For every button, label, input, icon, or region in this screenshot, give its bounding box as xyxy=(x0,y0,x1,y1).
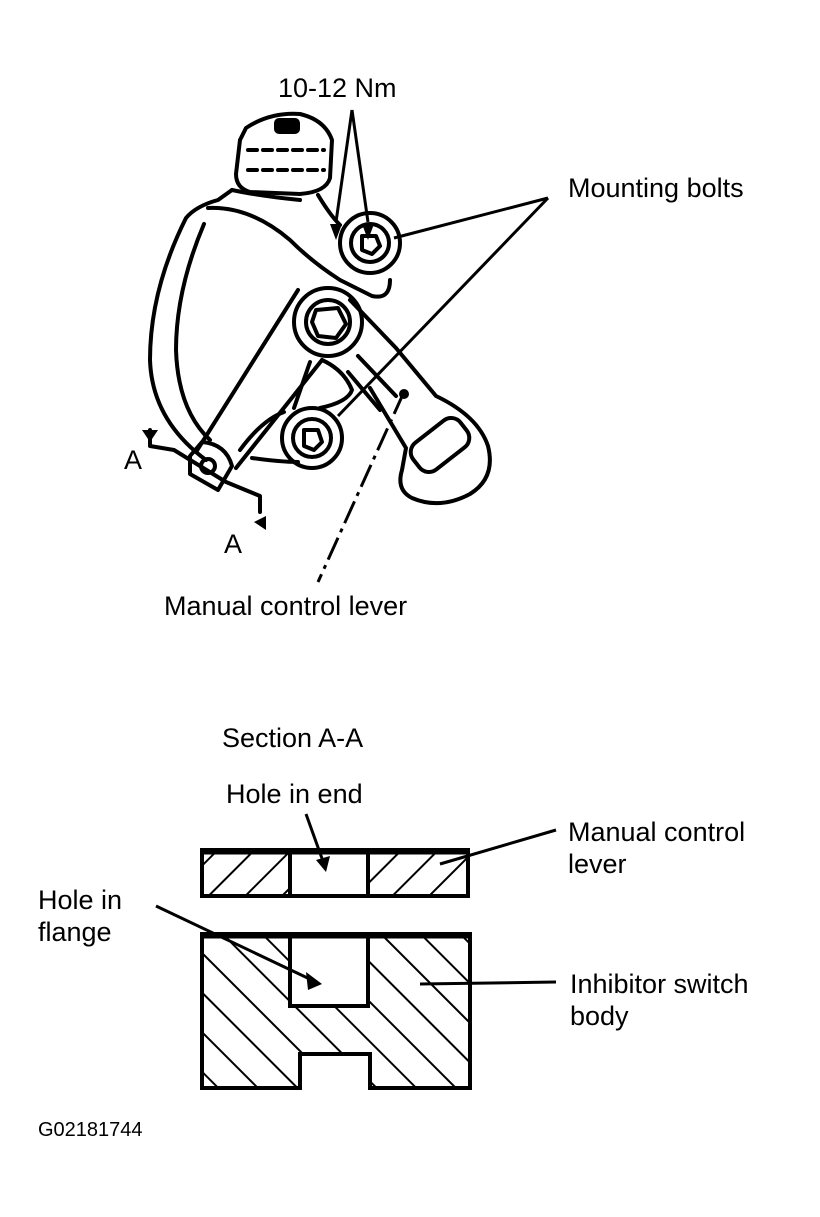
manual-control-lever-label: Manual control lever xyxy=(164,591,408,621)
lower-mounting-bolt xyxy=(280,406,344,470)
section-manual-control-lever-label: Manual control lever xyxy=(568,817,746,880)
section-switch-body xyxy=(200,932,472,1090)
center-pivot-nut xyxy=(292,286,364,358)
section-arrow-upper xyxy=(142,430,158,442)
section-cut-line xyxy=(148,428,262,514)
switch-housing xyxy=(148,188,392,462)
hole-in-end-label: Hole in end xyxy=(226,779,363,809)
section-title: Section A-A xyxy=(222,723,364,753)
upper-mounting-bolt xyxy=(338,211,402,275)
hole-in-flange-label: Hole in flange xyxy=(38,885,123,948)
section-mark-upper: A xyxy=(124,445,143,475)
connector xyxy=(234,111,334,196)
section-lever-piece xyxy=(200,848,470,898)
section-arrow-lower xyxy=(254,516,266,530)
inhibitor-switch-body-label: Inhibitor switch body xyxy=(570,969,749,1032)
section-mark-lower: A xyxy=(224,529,243,559)
hole-in-flange-arrow xyxy=(306,972,322,990)
lever-leader-dot xyxy=(399,389,409,399)
torque-arrow-right xyxy=(362,224,374,240)
mounting-bolts-label: Mounting bolts xyxy=(568,173,744,203)
torque-arrow-left xyxy=(330,224,342,240)
switch-linkage xyxy=(238,358,354,464)
figure-id: G02181744 xyxy=(38,1119,143,1141)
section-leader-lines xyxy=(155,813,557,986)
top-leader-lines xyxy=(316,109,550,583)
hole-in-end-arrow xyxy=(316,856,330,872)
torque-label: 10-12 Nm xyxy=(278,73,397,103)
